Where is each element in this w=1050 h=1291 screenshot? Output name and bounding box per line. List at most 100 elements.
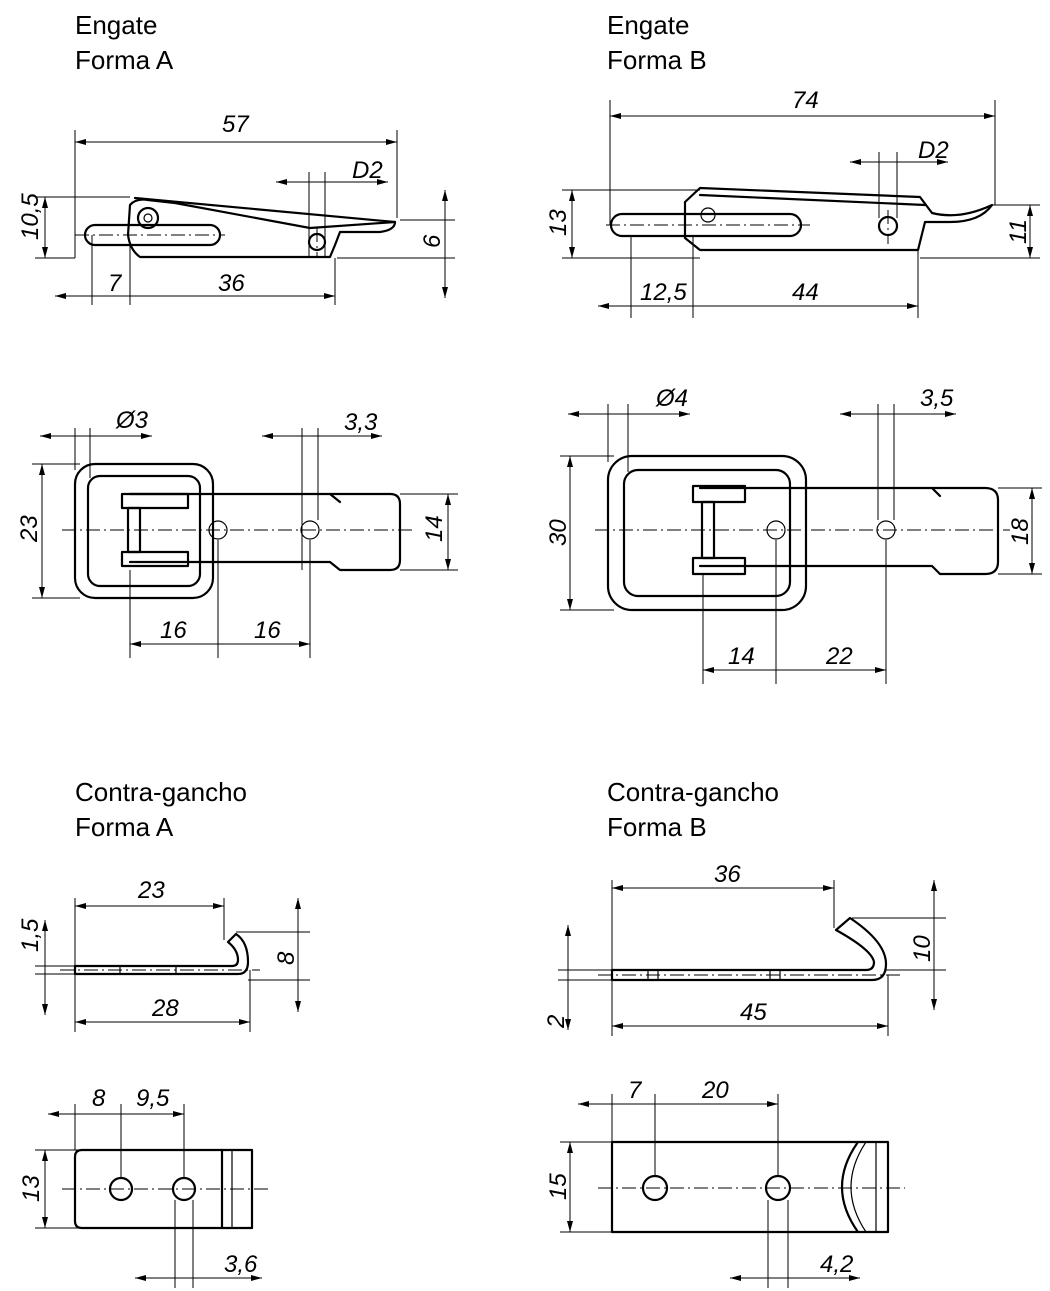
- contra-gancho-a-side-view: 23 1,5 8 28: [17, 877, 310, 1032]
- dim-45: 45: [740, 999, 767, 1026]
- contra-gancho-b-side-view: 36 10 2 45: [543, 861, 946, 1036]
- title-line: Forma B: [607, 812, 707, 842]
- dim-3-5: 3,5: [920, 385, 954, 412]
- title-line: Contra-gancho: [75, 777, 247, 807]
- hinge-bracket-top: [120, 492, 190, 510]
- dimension-arrowhead: [371, 433, 382, 439]
- lever-plate: [128, 492, 402, 572]
- pivot-pin: [136, 206, 160, 230]
- engate-b-side-view: 74 D2 13 11 12,5 44: [545, 87, 1040, 318]
- dimension-arrowhead: [567, 1221, 573, 1232]
- dimension-arrowhead: [239, 1019, 250, 1025]
- dimension-arrowhead: [907, 303, 918, 309]
- dimension-arrowhead: [276, 179, 287, 185]
- dimension-arrowhead: [130, 641, 141, 647]
- dimension-arrowhead: [612, 885, 623, 891]
- keeper-plate: [610, 1140, 890, 1234]
- dimension-arrowhead: [75, 903, 86, 909]
- dimension-arrowhead: [42, 197, 48, 208]
- dimension-arrowhead: [173, 1111, 184, 1117]
- dimension-arrowhead: [75, 139, 86, 145]
- dimension-arrowhead: [42, 247, 48, 258]
- dimension-arrowhead: [442, 190, 448, 201]
- dim-36: 36: [714, 861, 741, 888]
- engate-b-top-view: Ø4 3,5 30 18 14 22: [545, 385, 1042, 684]
- dimension-arrowhead: [445, 559, 451, 570]
- title-line: Contra-gancho: [607, 777, 779, 807]
- dim-13: 13: [18, 1175, 45, 1202]
- dim-8: 8: [92, 1085, 106, 1112]
- dim-16: 16: [254, 617, 281, 644]
- dimension-arrowhead: [850, 159, 861, 165]
- contra-gancho-b-top-view: 7 20 15 4,2: [545, 1077, 905, 1288]
- dimension-arrowhead: [295, 898, 301, 909]
- hinge-bracket-bottom: [120, 550, 190, 568]
- keeper-profile: [73, 932, 250, 976]
- dimension-arrowhead: [299, 641, 310, 647]
- bail-inner: [86, 474, 202, 588]
- dimension-arrowhead: [578, 1101, 589, 1107]
- lever-step: [930, 486, 942, 498]
- dimension-arrowhead: [42, 920, 48, 931]
- dimension-arrowhead: [1027, 247, 1033, 258]
- dim-10: 10: [909, 935, 936, 962]
- hinge-bracket-top: [691, 484, 747, 504]
- dimension-arrowhead: [567, 456, 573, 467]
- dim-3-3: 3,3: [344, 409, 378, 436]
- dim-7: 7: [628, 1077, 643, 1104]
- bend-curve: [841, 1140, 860, 1234]
- engate-a-side-view: 57 D2 10,5 6 7 36: [17, 111, 455, 305]
- dimension-arrowhead: [39, 587, 45, 598]
- dimension-arrowhead: [984, 113, 995, 119]
- dim-10-5: 10,5: [17, 193, 44, 240]
- dimension-arrowhead: [931, 999, 937, 1010]
- dim-13: 13: [545, 209, 572, 236]
- title-engate-b: Engate Forma B: [607, 8, 707, 78]
- dimension-arrowhead: [1029, 563, 1035, 574]
- pivot-pin-inner: [143, 213, 153, 223]
- bail-inner: [622, 468, 792, 598]
- latch-body: [683, 186, 994, 252]
- latch-body: [126, 198, 397, 259]
- dimension-arrowhead: [39, 464, 45, 475]
- dimension-arrowhead: [730, 1275, 741, 1281]
- dim-14: 14: [728, 643, 755, 670]
- dim-23: 23: [16, 515, 43, 543]
- dimension-arrowhead: [565, 925, 571, 936]
- dimension-arrowhead: [1029, 488, 1035, 499]
- contra-gancho-a-top-view: 8 9,5 13 3,6: [18, 1085, 268, 1288]
- dimension-arrowhead: [1027, 205, 1033, 216]
- latch-edge: [698, 193, 927, 207]
- dimension-arrowhead: [703, 667, 714, 673]
- dimension-arrowhead: [42, 1004, 48, 1015]
- dim-6: 6: [419, 234, 446, 248]
- dimension-arrowhead: [262, 433, 273, 439]
- dimension-arrowhead: [849, 1275, 860, 1281]
- dimension-arrowhead: [568, 411, 579, 417]
- lever-slot: [609, 212, 803, 238]
- title-contra-gancho-b: Contra-gancho Forma B: [607, 775, 779, 845]
- dimension-arrowhead: [442, 287, 448, 298]
- dimension-arrowhead: [823, 885, 834, 891]
- dimension-arrowhead: [42, 1217, 48, 1228]
- pivot-pin: [700, 207, 716, 223]
- dim-36: 36: [218, 270, 245, 297]
- dimension-arrowhead: [679, 411, 690, 417]
- dim-15: 15: [545, 1173, 572, 1200]
- dimension-arrowhead: [598, 303, 609, 309]
- dim-22: 22: [825, 643, 853, 670]
- bail-outer: [606, 454, 808, 612]
- dim-2: 2: [543, 1015, 570, 1029]
- lever-step: [328, 492, 342, 504]
- dim-44: 44: [792, 279, 819, 306]
- dimension-arrowhead: [386, 139, 397, 145]
- dim-14: 14: [421, 515, 448, 542]
- hinge-bracket-bottom: [691, 556, 747, 576]
- dim-d2: D2: [918, 137, 949, 164]
- dimension-arrowhead: [931, 880, 937, 891]
- latch-top-edge: [133, 196, 397, 224]
- dim-28: 28: [151, 995, 179, 1022]
- dimension-arrowhead: [877, 1023, 888, 1029]
- dimension-arrowhead: [569, 190, 575, 201]
